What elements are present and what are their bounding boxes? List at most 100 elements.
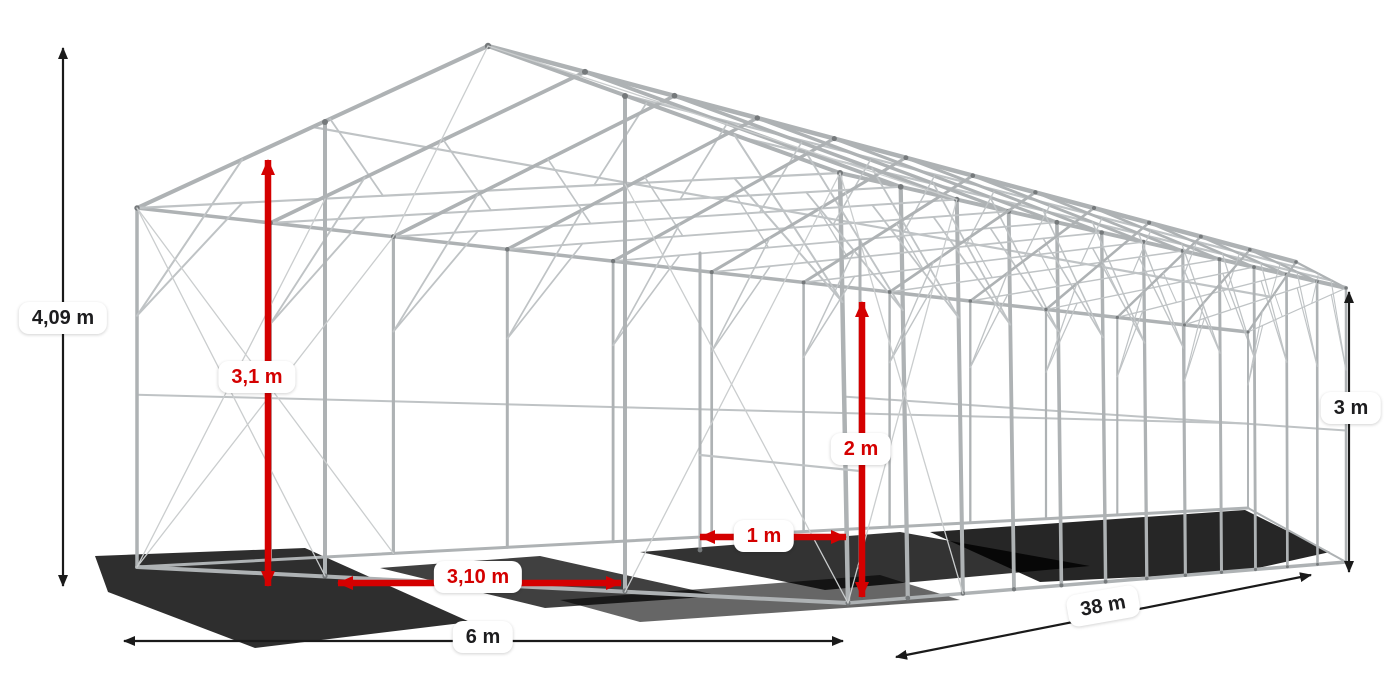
frame-member [506,209,584,340]
dimension-label-front-clearance: 3,1 m [218,361,296,393]
frame-member [1221,253,1256,359]
frame-member [1141,240,1149,581]
frame-member [624,172,841,593]
frame-member [805,151,904,312]
frame-member [817,208,849,259]
frame-member [1273,293,1283,318]
frame-member [1252,265,1257,571]
frame-joint [1198,234,1203,239]
frame-member [1055,220,1064,588]
frame-member [832,136,1059,224]
frame-member [269,216,366,325]
frame-member [1270,263,1281,298]
frame-member [896,223,924,269]
frame-member [710,265,771,353]
frame-member [1044,221,1151,311]
frame-joint [1147,220,1152,225]
frame-member [888,285,935,364]
frame-member [505,116,759,252]
frame-joint [1182,323,1187,327]
frame-member [329,118,384,197]
frame-member [733,133,844,303]
frame-member [269,185,902,224]
frame-member [268,70,587,225]
frame-joint [1099,230,1104,235]
frame-member [1180,242,1197,283]
frame-joint [831,136,837,142]
frame-member [971,174,1146,244]
shadow-patch [930,510,1330,582]
frame-member [486,44,842,175]
frame-member [611,136,836,263]
frame-member [392,198,958,238]
frame-joint [322,119,328,125]
frame-joint [671,92,678,99]
frame-member [1285,273,1289,569]
frame-member [758,141,803,214]
frame-member [888,250,1184,293]
frame-joint [1285,565,1289,569]
frame-joint [1252,265,1256,269]
frame-joint [610,258,616,264]
frame-member [1247,324,1264,386]
frame-member [871,204,960,319]
frame-member [1147,221,1256,269]
frame-member [1181,264,1221,354]
frame-member [1183,301,1205,382]
frame-member [832,159,872,226]
frame-joint [1246,330,1250,334]
frame-member [1183,280,1318,326]
frame-joint [1217,257,1222,262]
frame-member [734,192,770,249]
tent-frame [134,42,1348,606]
frame-member [135,44,490,210]
frame-member [755,116,1011,214]
frame-member [1248,248,1319,283]
frame-member [1218,257,1223,574]
frame-member [442,139,492,212]
frame-member [954,197,965,596]
frame-member [904,156,1104,235]
frame-member [1260,262,1288,363]
frame-member [135,206,1250,334]
frame-joint [1247,247,1252,252]
frame-member [1181,243,1221,354]
frame-member [1099,230,1108,584]
frame-member [593,102,648,187]
dimension-label-inner-gate-height: 2 m [830,433,892,465]
frame-joint [1344,286,1348,290]
frame-member [1116,292,1144,378]
frame-member [1116,235,1203,319]
frame-joint [970,173,976,178]
dimension-label-side-height: 3 m [1320,392,1382,424]
frame-member [1296,287,1318,367]
frame-member [1260,280,1288,363]
frame-member [392,230,479,333]
frame-joint [1059,583,1064,588]
frame-joint [1344,560,1348,564]
frame-member [969,236,993,279]
frame-member [391,94,677,239]
frame-joint [1115,315,1119,320]
frame-member [679,122,728,201]
frame-joint [801,280,806,285]
frame-joint [1294,260,1298,264]
frame-member [698,453,862,473]
frame-member [843,395,1347,432]
frame-joint [1033,190,1038,195]
frame-joint [905,595,911,601]
frame-joint [1183,573,1188,577]
frame-member [1330,294,1347,371]
frame-joint [1091,205,1097,211]
frame-member [485,43,1299,265]
frame-member [1023,204,1051,257]
frame-member [1045,302,1078,373]
frame-joint [622,93,628,99]
frame-member [710,237,771,353]
frame-member [392,193,479,333]
frame-member [733,177,844,303]
frame-member [269,176,366,325]
frame-joint [887,290,892,294]
frame-member [1131,230,1152,275]
